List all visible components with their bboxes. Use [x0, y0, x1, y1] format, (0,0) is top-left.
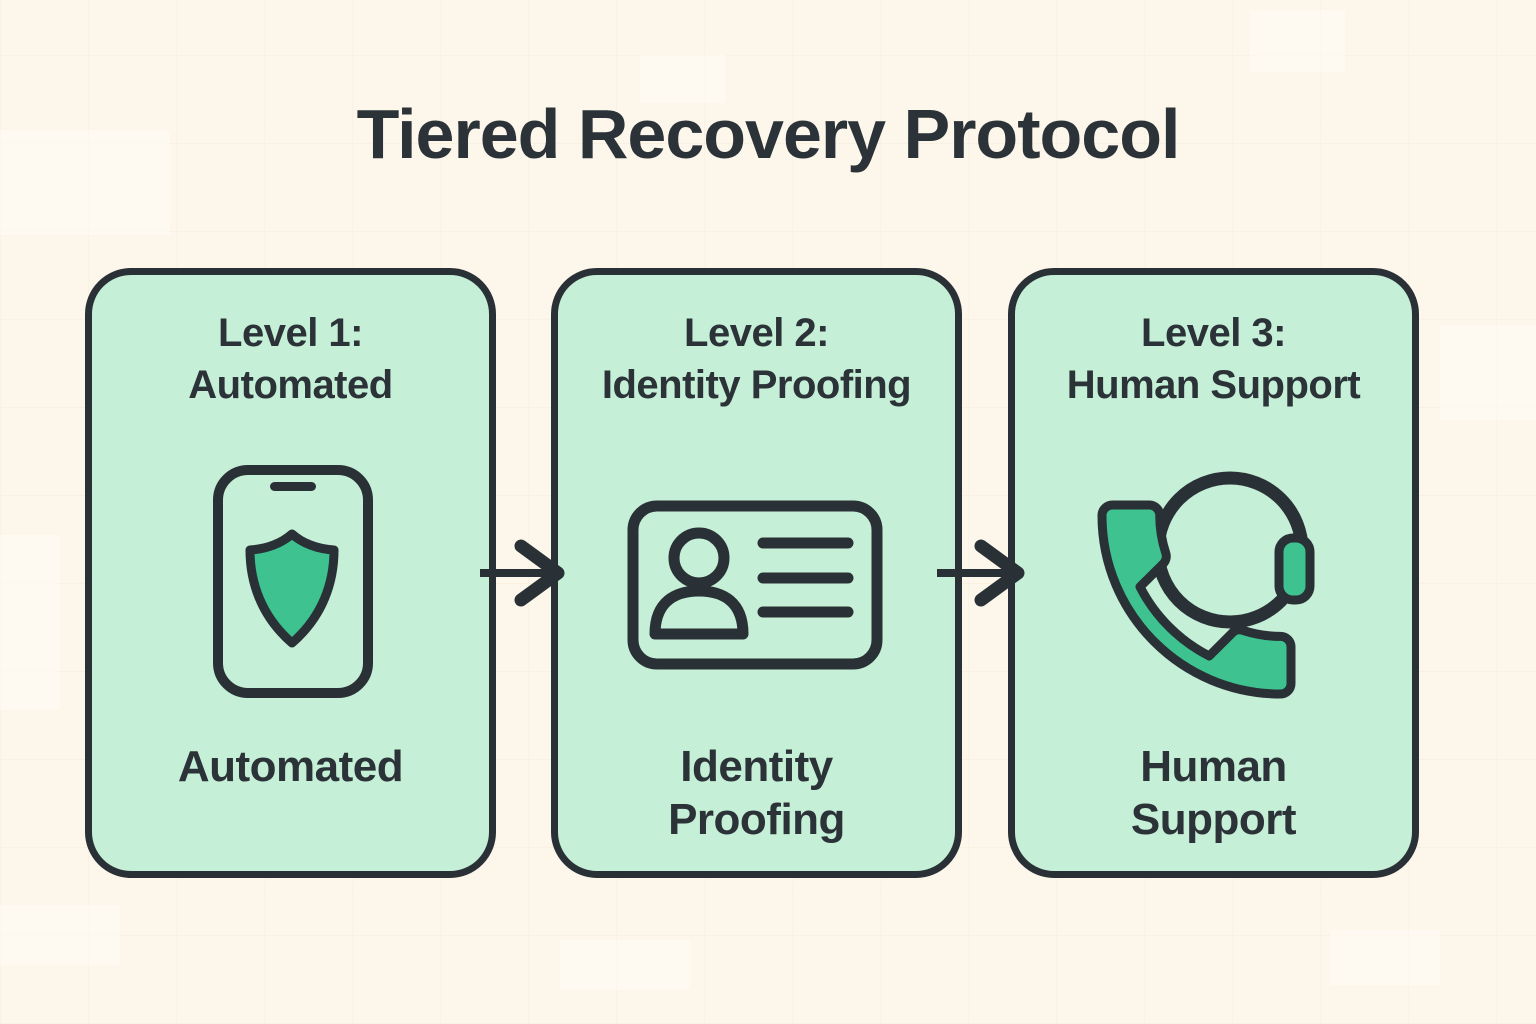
card-2-heading-line-2: Identity Proofing — [601, 363, 912, 407]
card-1-heading-line-1: Level 1: — [218, 311, 363, 355]
card-level-3-human-support: Level 3: Human Support Human Support — [1008, 268, 1419, 878]
card-1-label-line-1: Automated — [177, 742, 404, 791]
phone-headset-icon — [1097, 465, 1327, 705]
card-2-heading-line-1: Level 2: — [684, 311, 829, 355]
card-3-heading: Level 3: Human Support — [1015, 307, 1412, 411]
card-2-heading: Level 2: Identity Proofing — [558, 307, 955, 411]
card-2-label-line-2: Proofing — [668, 795, 845, 844]
card-level-2-identity-proofing: Level 2: Identity Proofing Identity Proo… — [551, 268, 962, 878]
card-2-label: Identity Proofing — [558, 740, 955, 846]
card-1-heading-line-2: Automated — [188, 363, 393, 407]
id-card-icon — [627, 500, 883, 675]
smartphone-shield-icon — [213, 465, 373, 703]
card-3-label-line-2: Support — [1130, 795, 1297, 844]
card-3-heading-line-2: Human Support — [1066, 363, 1361, 407]
page-title: Tiered Recovery Protocol — [356, 95, 1181, 173]
card-3-label-line-1: Human — [1140, 742, 1287, 791]
card-level-1-automated: Level 1: Automated Automated — [85, 268, 496, 878]
card-1-heading: Level 1: Automated — [92, 307, 489, 411]
card-1-label: Automated — [92, 740, 489, 793]
card-3-heading-line-1: Level 3: — [1141, 311, 1286, 355]
card-2-label-line-1: Identity — [680, 742, 833, 791]
card-3-label: Human Support — [1015, 740, 1412, 846]
